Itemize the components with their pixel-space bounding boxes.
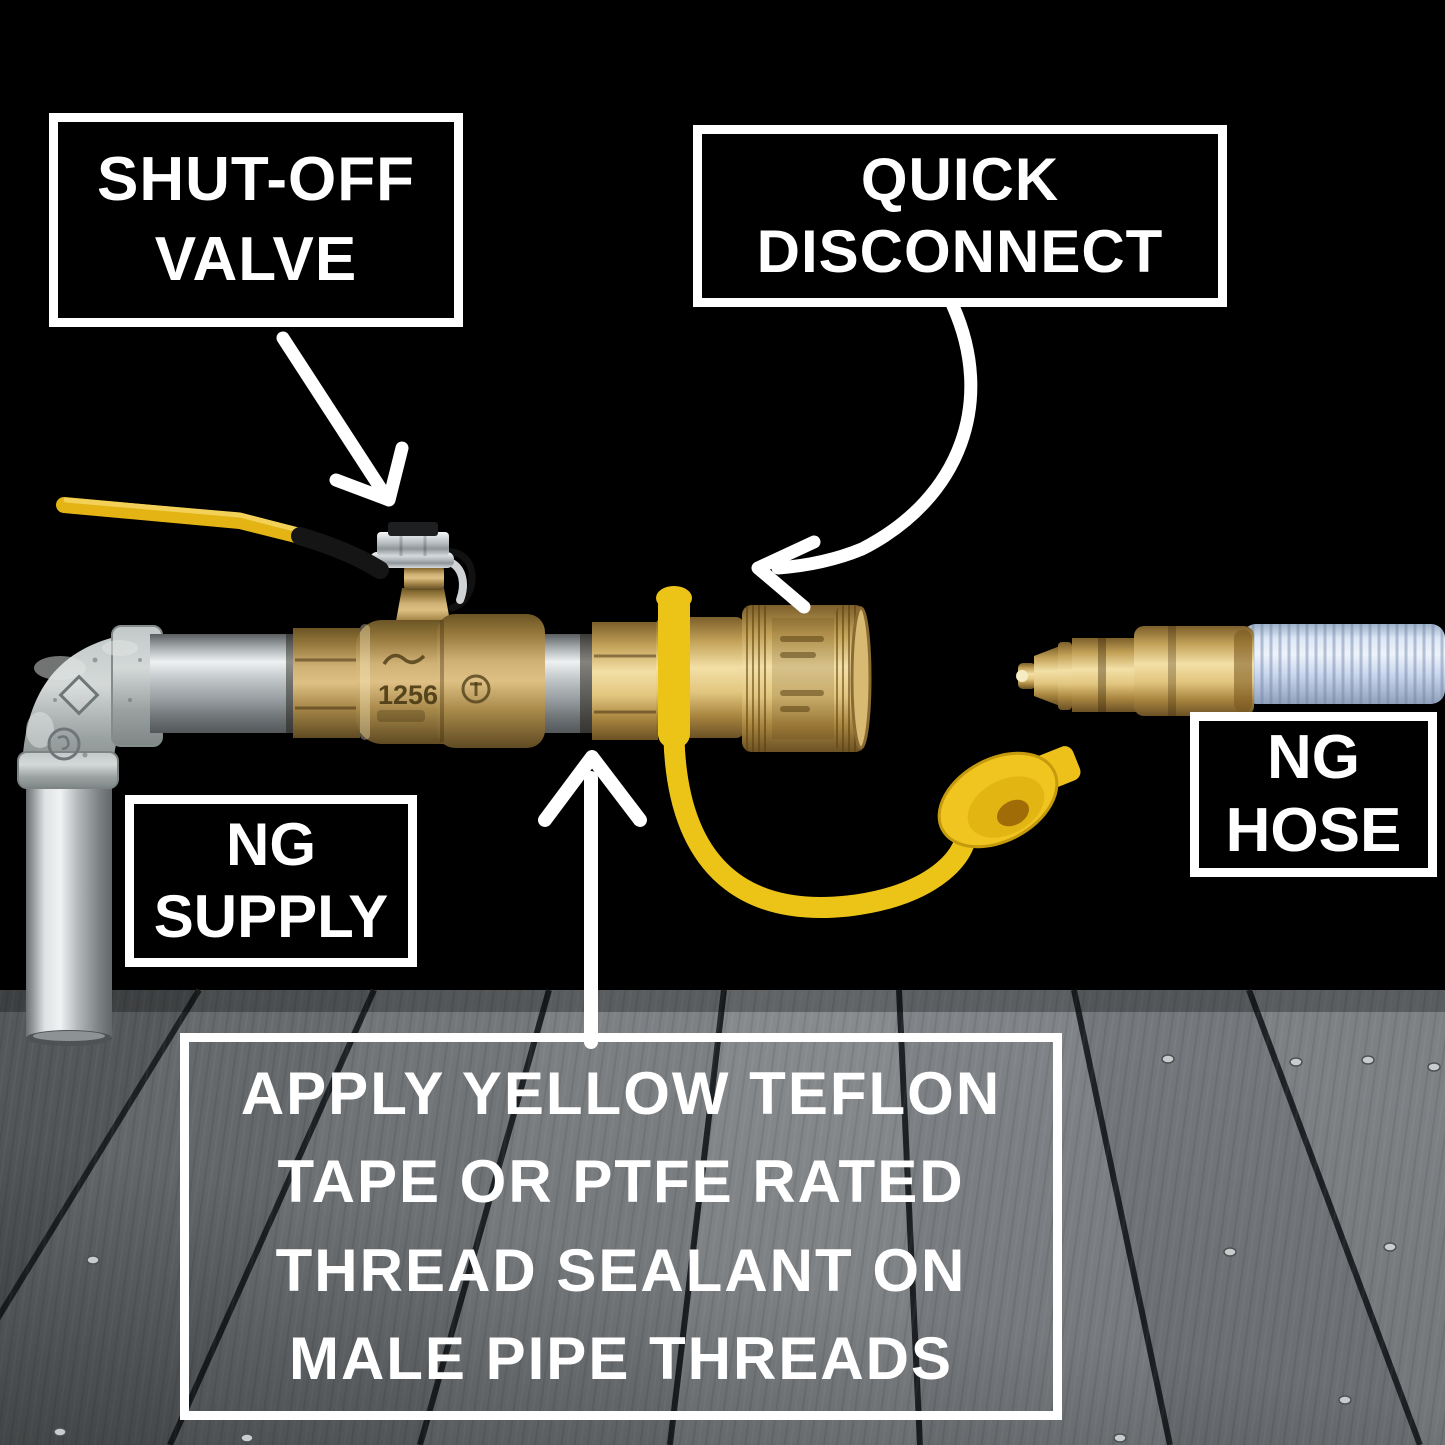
annotation-arrows [276,299,978,1049]
elbow-round-stamp [47,727,81,761]
elbow-diamond-stamp [58,674,100,716]
valve-left-hex [293,628,360,738]
label-line: NG [226,810,316,878]
shut-off-valve: 1256 [56,497,545,748]
label-line: HOSE [1225,795,1402,865]
deck-corner-shadow [0,990,1445,1445]
valve-substamp-blur [377,710,425,722]
coupler-knurl-left [742,605,770,752]
label-line: MALE PIPE THREADS [288,1324,954,1392]
dust-cap-tether [656,586,978,918]
label-line: THREAD SEALANT ON [275,1236,967,1304]
label-line: DISCONNECT [756,218,1164,285]
valve-handle-highlight [63,497,301,533]
valve-handle-yellow [56,497,312,545]
hose-plug [1016,626,1254,716]
valve-logo-stamp [382,653,426,666]
label-shut-off-valve: SHUT-OFF VALVE [49,113,463,327]
label-sealant-instruction: APPLY YELLOW TEFLON TAPE OR PTFE RATED T… [180,1033,1062,1420]
valve-packing-nut [404,566,444,590]
label-ng-hose: NG HOSE [1190,712,1437,877]
hose-ribs [1242,624,1445,704]
ng-hose-assembly [1016,624,1445,716]
label-line: SHUT-OFF [97,144,415,214]
arrow-sealant [538,750,647,1049]
elbow-specks [53,657,142,758]
arrow-quick-disconnect [751,299,978,614]
valve-stem-nut-top [388,522,438,536]
valve-stem-nut [377,532,449,556]
elbow-socket-bottom [17,751,119,789]
supply-pipe-vertical [26,770,112,1046]
label-quick-disconnect: QUICK DISCONNECT [693,125,1227,307]
supply-elbow [17,625,163,789]
coupler-face [850,606,872,750]
label-line: VALVE [154,225,358,294]
valve-stamp-text: 1256 [378,680,438,710]
valve-handle-grip [291,527,389,579]
label-line: SUPPLY [153,883,389,950]
valve-center-band [437,614,545,748]
valve-cert-mark [461,674,491,704]
label-line: QUICK [860,145,1060,213]
label-ng-supply: NG SUPPLY [125,795,417,967]
label-line: APPLY YELLOW TEFLON [240,1059,1002,1127]
arrow-shut-off [276,331,409,507]
quick-disconnect-coupler [592,586,1081,918]
label-line: NG [1267,723,1360,793]
coupler-collar [742,605,865,752]
pipe-joint-shadow [580,634,592,733]
pipe-joint-shadow [286,634,296,733]
dust-cap [937,746,1081,849]
union-nut [592,622,658,740]
label-line: TAPE OR PTFE RATED [277,1148,965,1216]
wood-deck [0,988,1445,1445]
deck-screws [53,1054,1441,1443]
elbow-mottle [26,640,138,748]
